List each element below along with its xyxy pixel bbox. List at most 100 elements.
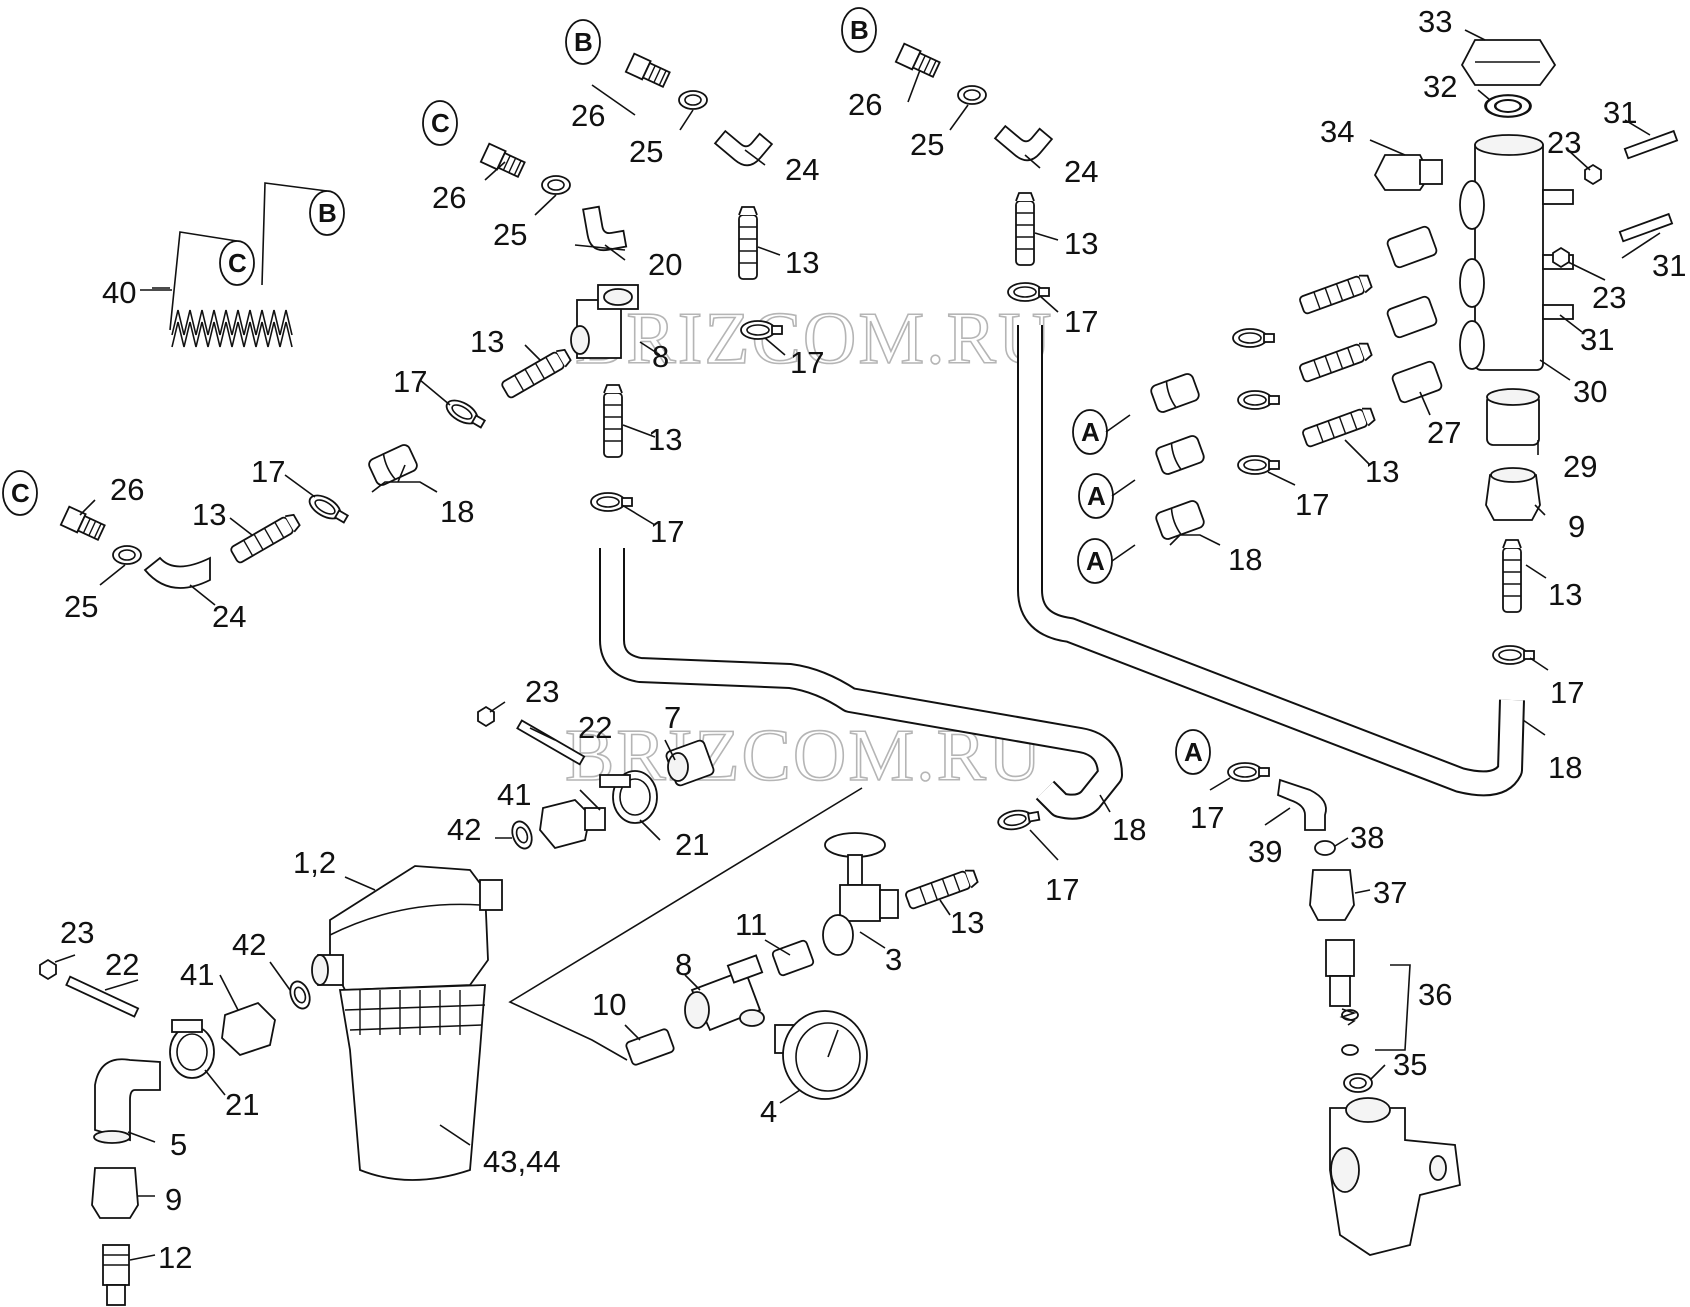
nut-41-left (221, 1001, 276, 1057)
barb-13-m3 (1300, 404, 1377, 449)
label-7: 7 (664, 700, 681, 735)
hose-18-m2 (1153, 433, 1207, 477)
label-17-left: 17 (393, 364, 427, 399)
label-35: 35 (1393, 1047, 1427, 1082)
elbow-20 (582, 202, 628, 254)
label-24-b: 24 (785, 152, 819, 187)
label-13-center: 13 (950, 905, 984, 940)
connector-b-right: B (841, 7, 877, 53)
label-17-center: 17 (1045, 872, 1079, 907)
label-33: 33 (1418, 4, 1452, 39)
nut-23-center (477, 705, 495, 728)
elbow-24-right (994, 109, 1053, 168)
label-17-a: 17 (1190, 800, 1224, 835)
label-24-low: 24 (212, 599, 246, 634)
label-41-center: 41 (497, 777, 531, 812)
connector-a-2-letter: A (1087, 481, 1106, 511)
label-25-low: 25 (64, 589, 98, 624)
connector-c-top-left-letter: C (228, 248, 247, 278)
nipple-9-right (1485, 467, 1541, 521)
adapter-27-b (1386, 295, 1438, 339)
label-25-c: 25 (493, 217, 527, 252)
valve-3 (822, 832, 899, 956)
label-18-left: 18 (440, 494, 474, 529)
part-labels: 40 26 25 20 26 25 24 13 8 17 13 17 13 17… (60, 4, 1686, 1275)
clamp-17-a (1227, 762, 1270, 782)
label-23-center: 23 (525, 674, 559, 709)
label-13-down: 13 (648, 422, 682, 457)
barb-13-col (1502, 539, 1522, 613)
label-22-left: 22 (105, 947, 139, 982)
spring-40 (152, 182, 328, 348)
clamp-17-m3 (1237, 455, 1280, 475)
label-39: 39 (1248, 834, 1282, 869)
label-30: 30 (1573, 374, 1607, 409)
label-26-right: 26 (848, 87, 882, 122)
elbow-39 (1277, 778, 1327, 831)
label-24-right: 24 (1064, 154, 1098, 189)
barb-13-m2 (1297, 339, 1374, 384)
connector-c-top-left: C (219, 240, 255, 286)
connector-a-bottom-letter: A (1184, 737, 1203, 767)
elbow-24-low (143, 556, 211, 589)
connector-b-right-letter: B (850, 15, 869, 45)
barb-13-right (1015, 192, 1035, 266)
bolt-31-b (1618, 212, 1674, 243)
label-21-left: 21 (225, 1087, 259, 1122)
fitting-10 (625, 1028, 675, 1066)
hose-long-right (1017, 325, 1525, 797)
connector-a-3: A (1077, 538, 1113, 584)
label-13-left: 13 (470, 324, 504, 359)
label-42-left: 42 (232, 927, 266, 962)
label-4: 4 (760, 1094, 777, 1129)
label-12: 12 (158, 1240, 192, 1275)
plug-34 (1373, 154, 1443, 191)
label-8-lower: 8 (675, 947, 692, 982)
label-20: 20 (648, 247, 682, 282)
barb-13-m1 (1297, 271, 1374, 316)
label-13-right: 13 (1064, 226, 1098, 261)
connector-a-2: A (1078, 473, 1114, 519)
label-13-b: 13 (785, 245, 819, 280)
adapter-11 (771, 939, 815, 977)
washer-32 (1484, 93, 1532, 119)
barb-13-down (603, 384, 623, 458)
connector-b-top-left: B (309, 190, 345, 236)
gauge-4 (774, 1010, 868, 1100)
label-31-b: 31 (1652, 248, 1686, 283)
label-17-m: 17 (1295, 487, 1329, 522)
connector-c-left-letter: C (11, 478, 30, 508)
label-9-right: 9 (1568, 509, 1585, 544)
sleeve-7 (665, 739, 715, 787)
label-25-right: 25 (910, 127, 944, 162)
label-43-44: 43,44 (483, 1144, 561, 1179)
washer-25-b (678, 90, 708, 110)
nipple-9-left (91, 1167, 139, 1219)
connector-c-mid: C (422, 100, 458, 146)
label-40: 40 (102, 275, 136, 310)
bolt-31-a (1623, 129, 1679, 160)
label-41-left: 41 (180, 957, 214, 992)
label-3: 3 (885, 942, 902, 977)
label-9-left: 9 (165, 1182, 182, 1217)
label-37: 37 (1373, 875, 1407, 910)
label-23-left: 23 (60, 915, 94, 950)
clamp-17-m2 (1237, 390, 1280, 410)
label-21-center: 21 (675, 827, 709, 862)
label-42-center: 42 (447, 812, 481, 847)
washer-42-center (507, 817, 537, 853)
label-26-low: 26 (110, 472, 144, 507)
label-22-center: 22 (578, 710, 612, 745)
label-29: 29 (1563, 449, 1597, 484)
threaded-rod-22-left (65, 975, 140, 1018)
label-13-col: 13 (1548, 577, 1582, 612)
connector-a-1: A (1072, 409, 1108, 455)
leader-lines (54, 29, 1661, 1261)
manifold-30 (1459, 134, 1574, 371)
washer-42-left (285, 977, 315, 1013)
label-17-down: 17 (650, 514, 684, 549)
elbow-5 (93, 1058, 161, 1144)
barb-13-low (228, 511, 303, 565)
connector-c-mid-letter: C (431, 108, 450, 138)
